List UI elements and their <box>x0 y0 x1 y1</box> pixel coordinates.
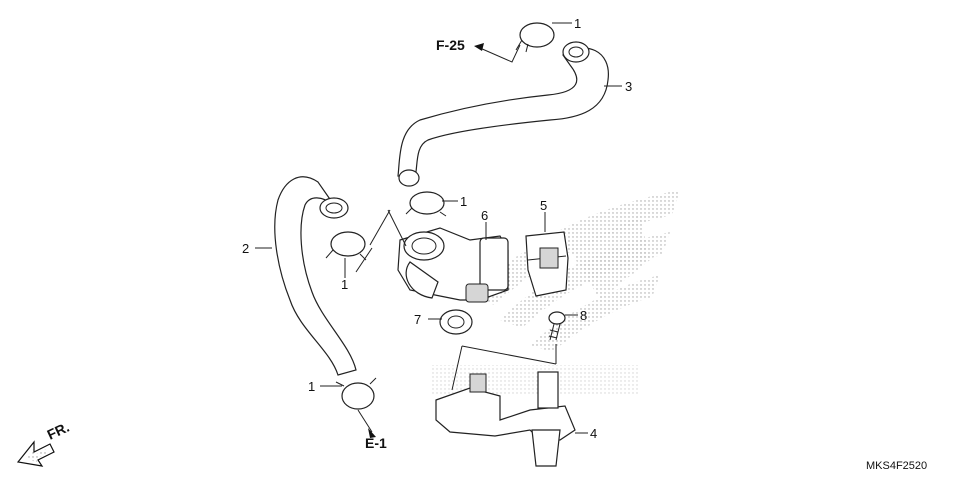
hose-2 <box>274 176 357 376</box>
ref-f25: F-25 <box>436 37 465 53</box>
callout-6: 6 <box>481 208 488 223</box>
rubber-mount-5 <box>525 231 569 297</box>
callout-7: 7 <box>414 312 421 327</box>
ref-e1: E-1 <box>365 435 387 451</box>
hose-3 <box>397 41 609 187</box>
bracket-4 <box>435 371 576 467</box>
clamp-top <box>515 22 555 53</box>
arrow-to-f25 <box>474 43 484 51</box>
callout-4: 4 <box>590 426 597 441</box>
drawing-code: MKS4F2520 <box>866 460 927 472</box>
bolt-8 <box>548 311 566 341</box>
callout-1-left: 1 <box>341 277 348 292</box>
callout-2: 2 <box>242 241 249 256</box>
callout-3: 3 <box>625 79 632 94</box>
callout-8: 8 <box>580 308 587 323</box>
front-arrow: FR. <box>16 419 72 467</box>
arrow-to-e1 <box>368 428 376 438</box>
clamp-mid <box>405 191 447 217</box>
clamp-left <box>325 231 367 261</box>
clamp-bottom <box>335 377 377 410</box>
callout-5: 5 <box>540 198 547 213</box>
callout-1-bottom: 1 <box>308 379 315 394</box>
air-valve-6 <box>397 227 509 303</box>
callout-1-mid: 1 <box>460 194 467 209</box>
front-label: FR. <box>45 419 72 443</box>
leader-lines <box>255 22 622 434</box>
callout-1-top: 1 <box>574 16 581 31</box>
grommet-7 <box>439 309 473 335</box>
